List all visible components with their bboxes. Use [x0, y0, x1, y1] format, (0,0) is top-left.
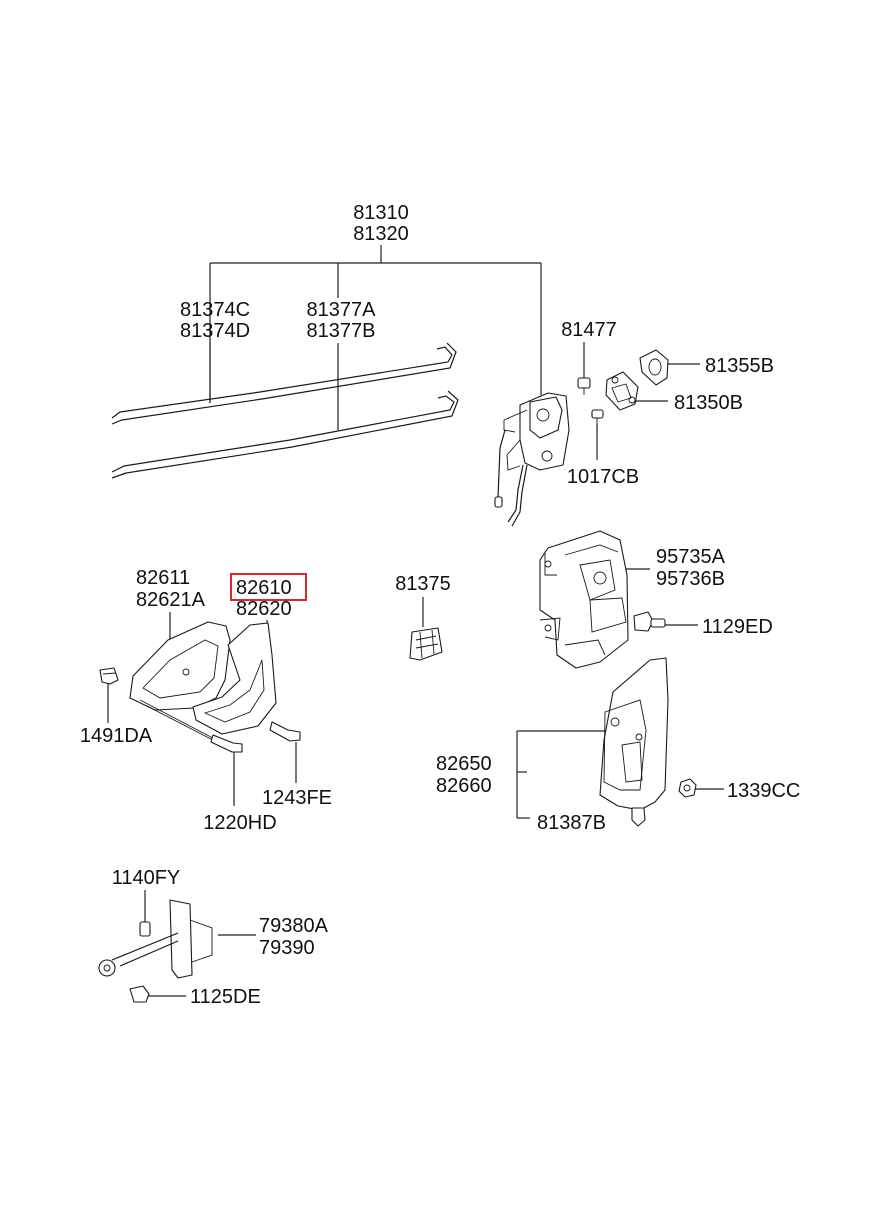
- bolt-1125DE: [129, 985, 150, 1003]
- bezel-82610: [192, 622, 277, 735]
- label-81374D: 81374D: [180, 320, 250, 342]
- highlight-box-82610: [230, 573, 307, 601]
- label-1491DA: 1491DA: [80, 725, 153, 747]
- label-1125DE: 1125DE: [190, 986, 261, 1008]
- label-81350B: 81350B: [674, 392, 743, 414]
- leader-lines: [107, 245, 724, 997]
- label-82650: 82650: [436, 753, 492, 775]
- label-81310: 81310: [353, 202, 409, 224]
- gasket-81355B: [639, 349, 669, 386]
- screw-1220HD: [210, 734, 243, 753]
- label-81387B: 81387B: [537, 812, 606, 834]
- rod-81377: [111, 390, 459, 479]
- clip-1491DA: [99, 667, 119, 685]
- label-1140FY: 1140FY: [112, 867, 181, 889]
- label-1243FE: 1243FE: [262, 787, 332, 809]
- label-81377B: 81377B: [307, 320, 376, 342]
- label-1129ED: 1129ED: [702, 616, 773, 638]
- clip-81375: [409, 627, 443, 661]
- label-79380A: 79380A: [259, 915, 329, 937]
- checker-79380A: [98, 899, 213, 979]
- label-82660: 82660: [436, 775, 492, 797]
- label-82620: 82620: [236, 598, 292, 620]
- label-81377A: 81377A: [307, 299, 377, 321]
- bolt-1129ED: [633, 611, 666, 632]
- label-82610: 82610: [236, 577, 292, 599]
- bolt-1140FY: [139, 921, 151, 937]
- label-81477: 81477: [561, 319, 617, 341]
- nut-1339CC: [678, 778, 697, 798]
- bolt-81387B: [631, 807, 646, 827]
- label-82611: 82611: [136, 567, 190, 589]
- label-81375: 81375: [395, 573, 451, 595]
- handle-82650: [599, 657, 669, 811]
- label-1220HD: 1220HD: [203, 812, 276, 834]
- label-1017CB: 1017CB: [567, 466, 639, 488]
- actuator-95735A: [539, 530, 629, 669]
- label-82621A: 82621A: [136, 589, 206, 611]
- screw-81477: [577, 377, 591, 395]
- striker-81350B: [605, 371, 639, 411]
- part-labels: 81310 81320 81374C 81374D 81377A 81377B …: [80, 202, 801, 1008]
- latch-81310: [494, 392, 570, 527]
- label-95735A: 95735A: [656, 546, 726, 568]
- label-95736B: 95736B: [656, 568, 725, 590]
- screw-1017CB: [591, 409, 604, 425]
- label-79390: 79390: [259, 937, 315, 959]
- label-81355B: 81355B: [705, 355, 774, 377]
- label-81374C: 81374C: [180, 299, 250, 321]
- label-81320: 81320: [353, 223, 409, 245]
- label-1339CC: 1339CC: [727, 780, 800, 802]
- rod-81374: [111, 342, 457, 425]
- screw-1243FE: [269, 721, 301, 742]
